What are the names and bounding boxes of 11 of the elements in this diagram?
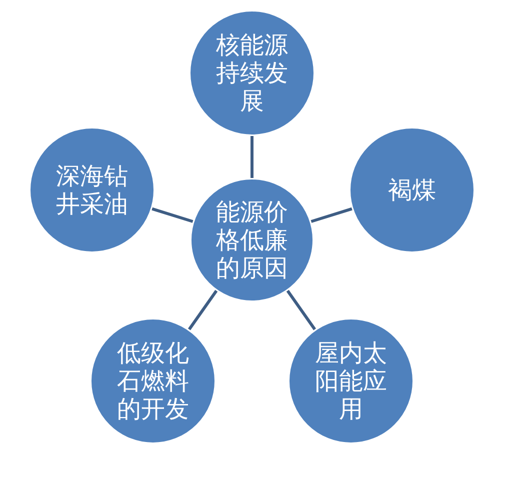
- connector-line: [310, 207, 352, 223]
- node-label: 核能源持续发展: [215, 31, 289, 115]
- node-label: 褐煤: [388, 176, 436, 204]
- connector-line: [152, 207, 194, 223]
- node-label: 深海钻井采油: [55, 162, 129, 218]
- node-label: 屋内太阳能应用: [314, 339, 388, 423]
- connector-line: [250, 136, 254, 178]
- connector-line: [286, 290, 316, 330]
- connector-line: [188, 290, 218, 330]
- node-label: 低级化石燃料的开发: [116, 339, 190, 423]
- node-label: 能源价格低廉的原因: [215, 198, 289, 282]
